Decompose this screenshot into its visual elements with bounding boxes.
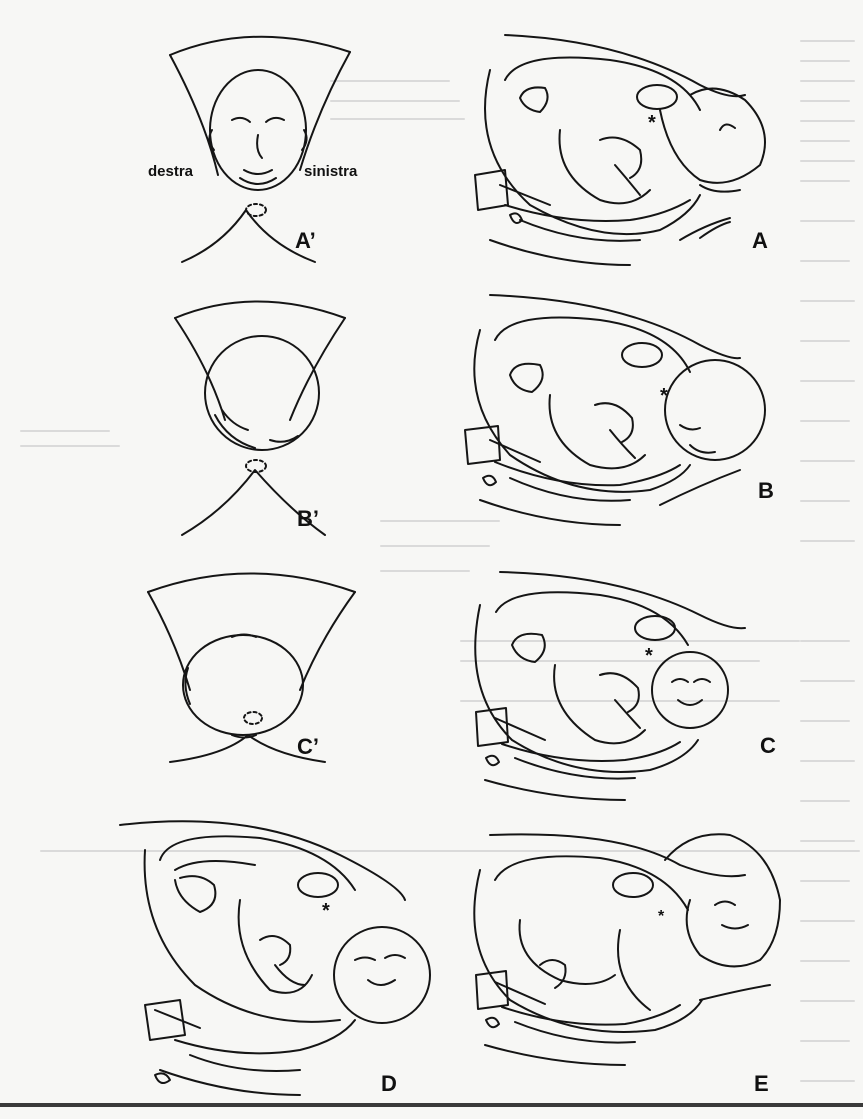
- marker-b: *: [660, 385, 668, 408]
- marker-d: *: [322, 900, 330, 923]
- panel-label-b-prime: B’: [297, 506, 319, 532]
- marker-c: *: [645, 645, 653, 668]
- panel-c-prime-drawing: [148, 574, 355, 763]
- panel-b-prime-drawing: [175, 302, 345, 536]
- panel-a-prime-drawing: [170, 37, 350, 262]
- panel-label-b: B: [758, 478, 774, 504]
- marker-a: *: [648, 112, 656, 135]
- panel-e-drawing: [474, 834, 780, 1065]
- marker-e: *: [658, 908, 664, 926]
- panel-label-c-prime: C’: [297, 734, 319, 760]
- panel-b-drawing: [465, 295, 765, 525]
- orientation-label-left: sinistra: [304, 163, 357, 180]
- panel-label-e: E: [754, 1071, 769, 1097]
- panel-a-drawing: [475, 35, 765, 265]
- orientation-label-right: destra: [148, 163, 193, 180]
- panel-label-a: A: [752, 228, 768, 254]
- panel-label-a-prime: A’: [295, 228, 316, 254]
- panel-label-c: C: [760, 733, 776, 759]
- panel-d-drawing: [120, 821, 430, 1095]
- panel-label-d: D: [381, 1071, 397, 1097]
- panel-c-drawing: [475, 572, 745, 800]
- page-bottom-rule: [0, 1103, 863, 1107]
